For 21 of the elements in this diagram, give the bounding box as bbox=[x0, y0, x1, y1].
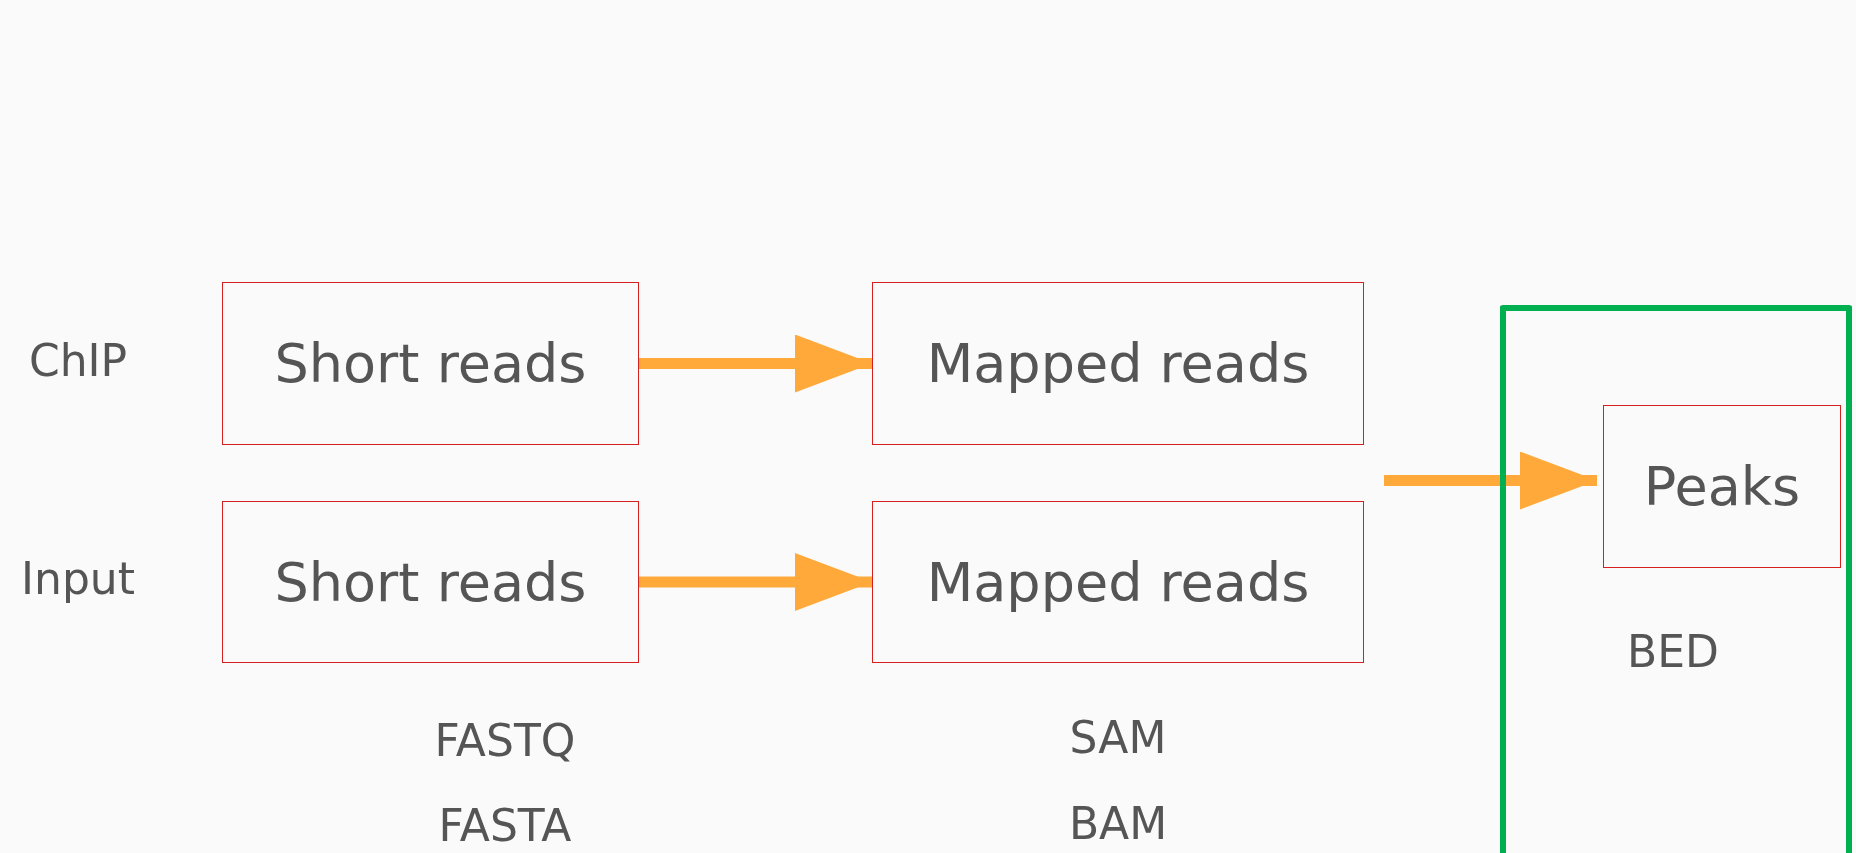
sample-label: ChIP bbox=[28, 334, 128, 385]
format-label: FASTQ bbox=[434, 714, 576, 766]
format-label: BED bbox=[1627, 626, 1719, 677]
box-label: Mapped reads bbox=[926, 550, 1310, 614]
format-label: FASTA bbox=[438, 799, 572, 851]
process-box bbox=[872, 282, 1364, 445]
box-label: Short reads bbox=[274, 550, 587, 614]
box-label: Peaks bbox=[1643, 455, 1801, 518]
arrow bbox=[639, 553, 872, 611]
process-box bbox=[1603, 405, 1841, 568]
box-label: Short reads bbox=[274, 332, 587, 395]
format-label: SAM bbox=[1069, 711, 1167, 763]
format-label: BAM bbox=[1068, 797, 1168, 849]
arrow bbox=[1384, 451, 1597, 510]
box-label: Mapped reads bbox=[926, 332, 1310, 395]
arrow bbox=[639, 334, 872, 393]
sample-label: Input bbox=[21, 552, 135, 604]
process-box bbox=[222, 501, 639, 663]
group-frame bbox=[1500, 305, 1852, 853]
process-box bbox=[872, 501, 1364, 663]
process-box bbox=[222, 282, 639, 445]
